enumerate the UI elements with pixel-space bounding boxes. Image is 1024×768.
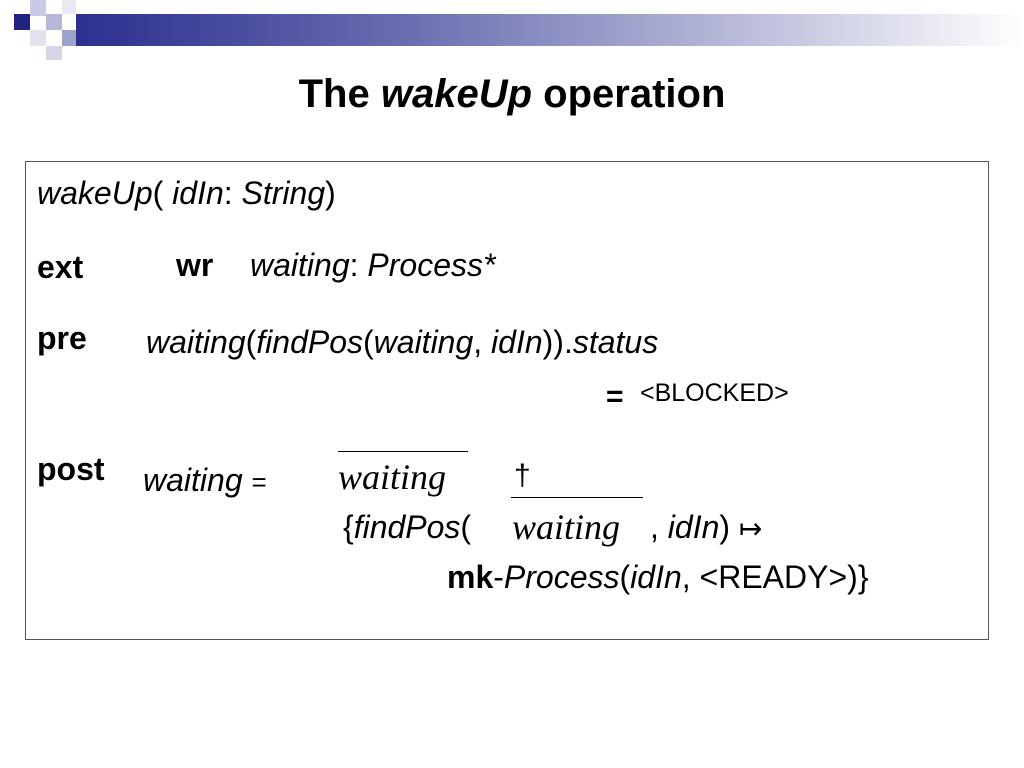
deco-square	[14, 14, 30, 30]
header-gradient-bar	[76, 14, 1024, 46]
deco-square	[30, 0, 46, 16]
ext-declaration: waiting: Process*	[250, 247, 496, 283]
header-decoration	[0, 0, 1024, 60]
override-operator: †	[514, 459, 531, 492]
old-value-overline	[338, 451, 468, 452]
post-lhs: waiting =	[143, 462, 267, 498]
ext-keyword: ext	[37, 249, 84, 285]
slide-title: The wakeUp operation	[298, 72, 726, 116]
deco-square	[30, 30, 46, 46]
spec-box	[25, 161, 989, 640]
post-map-args: , idIn) ↦	[650, 509, 763, 545]
maps-to-arrow: ↦	[738, 513, 763, 544]
pre-expression: waiting(findPos(waiting, idIn)).status	[146, 324, 659, 360]
deco-square	[62, 30, 76, 46]
pre-blocked-value: <BLOCKED>	[640, 379, 789, 407]
post-map-expression: {findPos(	[343, 509, 472, 545]
wr-keyword: wr	[176, 247, 214, 283]
old-value-overline-2	[511, 497, 643, 498]
operation-signature: wakeUp( idIn: String)	[37, 175, 336, 211]
post-mk-process: mk-Process(idIn, <READY>)}	[447, 559, 869, 595]
title-operation-name: wakeUp	[380, 72, 533, 116]
pre-equals: =	[606, 380, 624, 413]
old-waiting-2: waiting	[512, 507, 621, 547]
deco-square	[46, 14, 62, 30]
deco-square	[46, 46, 62, 60]
pre-keyword: pre	[37, 320, 87, 356]
old-waiting: waiting	[338, 457, 447, 497]
deco-square	[62, 0, 76, 14]
post-keyword: post	[37, 451, 105, 487]
